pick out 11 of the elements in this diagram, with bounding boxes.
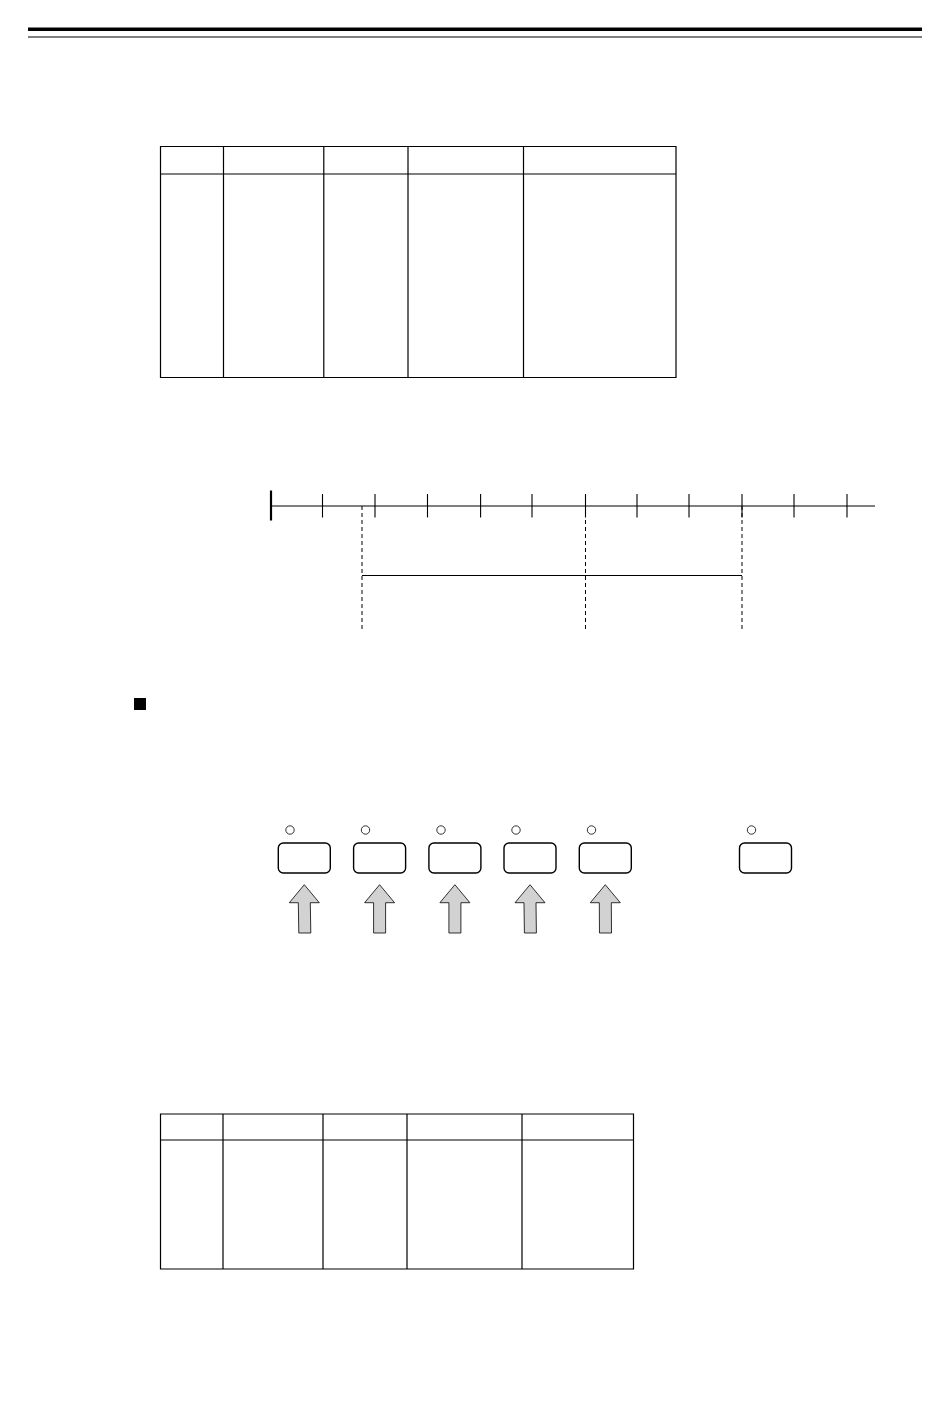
- push-button: [578, 842, 632, 874]
- block-arrow: [439, 884, 471, 934]
- push-button: [428, 842, 482, 874]
- block-arrow: [514, 884, 546, 934]
- block-arrow: [288, 884, 320, 934]
- push-button: [277, 842, 331, 874]
- push-button: [503, 842, 557, 874]
- block-arrow: [364, 884, 395, 934]
- block-arrow: [589, 884, 621, 934]
- push-button: [738, 842, 793, 874]
- push-button: [352, 842, 407, 874]
